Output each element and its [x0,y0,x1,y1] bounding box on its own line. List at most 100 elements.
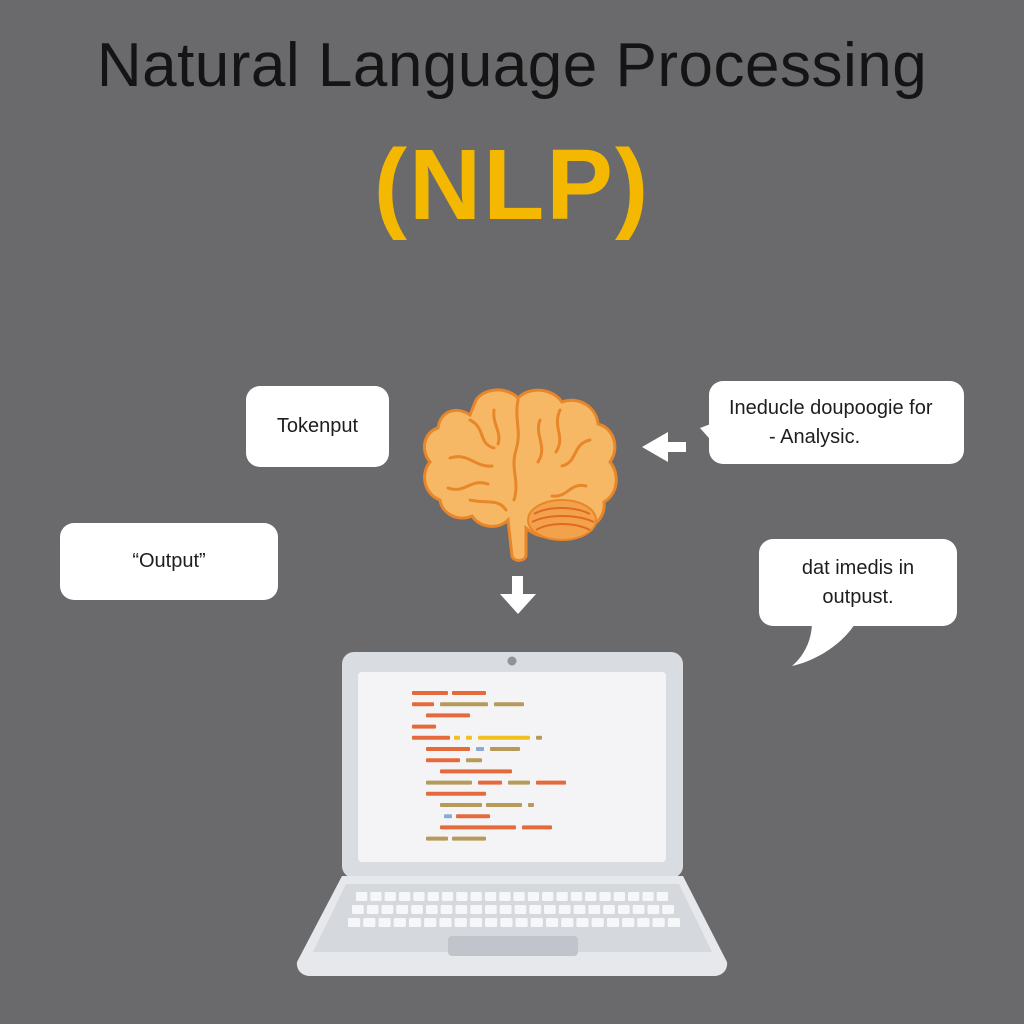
keyboard-key [603,905,615,914]
keyboard-key [530,918,543,927]
code-segment [452,691,486,695]
keyboard-key [470,905,482,914]
keyboard-key [546,918,559,927]
keyboard-key [558,905,571,914]
analysis-bubble: Ineducle doupoogie for - Analysic. [709,381,964,464]
analysis-line-2: - Analysic. [769,425,861,448]
keyboard-key [499,905,512,914]
keyboard-key [424,918,437,927]
keyboard-key [637,918,650,927]
output-label: “Output” [132,550,206,572]
code-segment [536,735,542,740]
keyboard-key [440,905,453,914]
keyboard-key [544,905,556,914]
keyboard-key [556,892,568,901]
code-segment [426,791,486,796]
code-segment [490,747,520,751]
code-segment [494,702,524,707]
keyboard-key [606,918,620,927]
code-segment [440,825,516,830]
keyboard-key [427,892,439,901]
keyboard-key [500,918,513,927]
code-segment [412,702,434,707]
keyboard-key [399,892,411,901]
keyboard-key [411,905,423,914]
diagram-subtitle: (NLP) [373,129,651,241]
tokenput-bubble: Tokenput [246,386,389,467]
keyboard-key [591,918,604,927]
code-segment [478,780,502,785]
code-segment [476,747,484,751]
keyboard-key [573,905,586,914]
keyboard-key [469,918,482,927]
code-segment [508,780,530,785]
keyboard-key [439,918,452,927]
code-segment [426,836,448,841]
code-segment [454,735,460,740]
keyboard-key [408,918,422,927]
laptop-keyboard [348,892,680,927]
code-segment [478,735,530,740]
code-segment [412,724,436,729]
keyboard-key [348,918,361,927]
keyboard-key [425,905,438,914]
keyboard-key [381,905,394,914]
keyboard-key [370,892,382,901]
keyboard-key [455,905,468,914]
code-segment [440,702,488,707]
code-segment [412,735,450,740]
keyboard-key [542,892,554,901]
code-segment [486,803,522,807]
keyboard-key [484,892,497,901]
diagram-title: Natural Language Processing [96,31,928,100]
keyboard-key [470,892,482,901]
code-segment [456,814,490,819]
keyboard-key [441,892,454,901]
output-bubble: “Output” [60,523,278,600]
cerebellum [527,499,597,541]
keyboard-key [527,892,540,901]
output-note-line-1: dat imedis in [801,556,915,579]
analysis-line-1: Ineducle doupoogie for [729,396,933,419]
keyboard-key [454,918,467,927]
code-segment [412,691,448,695]
keyboard-key [561,918,574,927]
keyboard-key [617,905,630,914]
keyboard-key [366,905,379,914]
keyboard-key [667,918,680,927]
keyboard-key [613,892,625,901]
keyboard-key [485,918,498,927]
keyboard-key [585,892,597,901]
tokenput-label: Tokenput [276,415,359,437]
keyboard-key [356,892,368,901]
keyboard-key [576,918,589,927]
keyboard-key [628,892,640,901]
code-segment [440,769,512,774]
keyboard-key [456,892,468,901]
code-segment [466,758,482,763]
keyboard-key [642,892,654,901]
keyboard-key [499,892,511,901]
code-segment [452,836,486,841]
keyboard-key [599,892,611,901]
code-segment [444,814,452,819]
code-segment [536,780,566,785]
keyboard-key [515,918,528,927]
keyboard-key [485,905,497,914]
arrow-down-icon [500,576,536,614]
code-segment [528,803,534,807]
keyboard-key [570,892,583,901]
arrow-left-icon [642,432,686,462]
keyboard-key [352,905,364,914]
brain-icon [422,388,618,562]
keyboard-key [514,905,527,914]
code-lines [412,691,566,841]
bubble-tail [792,622,856,666]
code-segment [426,747,470,751]
output-note-bubble: dat imedis in outpust. [759,539,957,626]
keyboard-key [662,905,674,914]
keyboard-key [393,918,406,927]
code-segment [466,735,472,740]
